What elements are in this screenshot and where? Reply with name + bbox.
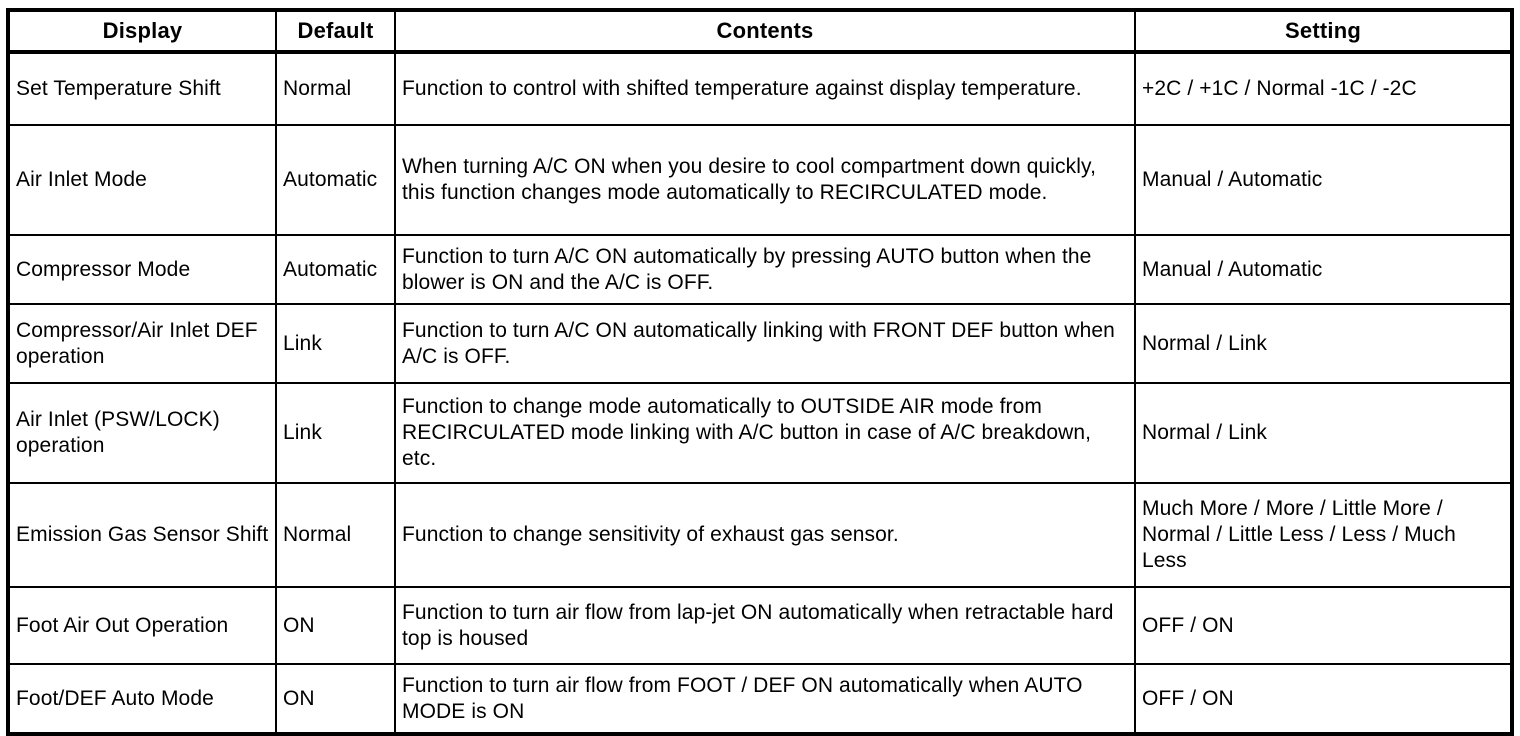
cell-setting: OFF / ON [1134, 663, 1513, 735]
cell-contents: Function to turn A/C ON automatically li… [394, 303, 1136, 384]
cell-display: Foot/DEF Auto Mode [7, 663, 277, 735]
table-row: Foot Air Out Operation ON Function to tu… [7, 586, 1513, 665]
cell-contents: When turning A/C ON when you desire to c… [394, 124, 1136, 236]
cell-display: Air Inlet (PSW/LOCK) operation [7, 382, 277, 484]
table-row: Air Inlet Mode Automatic When turning A/… [7, 124, 1513, 236]
cell-default: Normal [275, 51, 396, 126]
cell-setting: Normal / Link [1134, 382, 1513, 484]
cell-default: ON [275, 586, 396, 665]
column-header-display: Display [7, 9, 277, 54]
cell-contents: Function to turn A/C ON automatically by… [394, 234, 1136, 305]
cell-contents: Function to control with shifted tempera… [394, 51, 1136, 126]
cell-default: Automatic [275, 234, 396, 305]
table-row: Compressor Mode Automatic Function to tu… [7, 234, 1513, 305]
cell-setting: +2C / +1C / Normal -1C / -2C [1134, 51, 1513, 126]
table-row: Air Inlet (PSW/LOCK) operation Link Func… [7, 382, 1513, 484]
table-row: Emission Gas Sensor Shift Normal Functio… [7, 482, 1513, 588]
cell-contents: Function to change sensitivity of exhaus… [394, 482, 1136, 588]
cell-display: Compressor Mode [7, 234, 277, 305]
cell-setting: Manual / Automatic [1134, 124, 1513, 236]
cell-default: ON [275, 663, 396, 735]
cell-default: Link [275, 303, 396, 384]
cell-display: Air Inlet Mode [7, 124, 277, 236]
cell-display: Emission Gas Sensor Shift [7, 482, 277, 588]
table-row: Set Temperature Shift Normal Function to… [7, 51, 1513, 126]
cell-setting: Normal / Link [1134, 303, 1513, 384]
cell-contents: Function to turn air flow from lap-jet O… [394, 586, 1136, 665]
cell-display: Set Temperature Shift [7, 51, 277, 126]
cell-default: Automatic [275, 124, 396, 236]
table-row: Foot/DEF Auto Mode ON Function to turn a… [7, 663, 1513, 735]
cell-setting: Manual / Automatic [1134, 234, 1513, 305]
cell-contents: Function to change mode automatically to… [394, 382, 1136, 484]
column-header-contents: Contents [394, 9, 1136, 54]
cell-setting: OFF / ON [1134, 586, 1513, 665]
ac-settings-table: Display Default Contents Setting Set Tem… [6, 8, 1514, 736]
table-header-row: Display Default Contents Setting [7, 9, 1513, 54]
column-header-setting: Setting [1134, 9, 1513, 54]
table-row: Compressor/Air Inlet DEF operation Link … [7, 303, 1513, 384]
cell-display: Foot Air Out Operation [7, 586, 277, 665]
cell-setting: Much More / More / Little More / Normal … [1134, 482, 1513, 588]
column-header-default: Default [275, 9, 396, 54]
cell-display: Compressor/Air Inlet DEF operation [7, 303, 277, 384]
cell-default: Normal [275, 482, 396, 588]
cell-default: Link [275, 382, 396, 484]
